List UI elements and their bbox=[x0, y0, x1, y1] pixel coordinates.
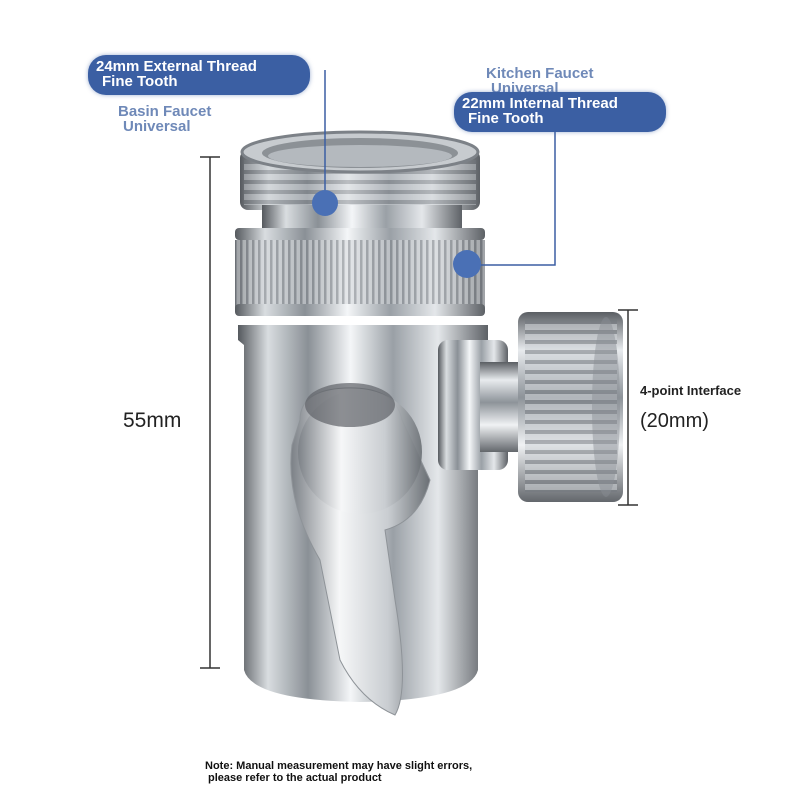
callout-dot-icon bbox=[453, 250, 481, 278]
basin-faucet-line2: Universal bbox=[123, 118, 191, 135]
callout-dot-icon bbox=[312, 190, 338, 216]
note-line1: Note: Manual measurement may have slight… bbox=[205, 760, 473, 772]
internal-thread-sublabel: Fine Tooth bbox=[468, 110, 544, 127]
basin-faucet-label: Basin Faucet Universal bbox=[118, 104, 211, 134]
external-thread-sublabel: Fine Tooth bbox=[102, 73, 178, 90]
interface-title: 4-point Interface bbox=[640, 383, 742, 398]
interface-size: (20mm) bbox=[640, 410, 709, 432]
kitchen-faucet-line1: Kitchen Faucet bbox=[486, 65, 594, 82]
external-thread-label: 24mm External Thread bbox=[96, 58, 257, 75]
note-line2: please refer to the actual product bbox=[208, 772, 382, 784]
external-thread-callout: 24mm External Thread Fine Tooth bbox=[88, 55, 310, 95]
basin-faucet-line1: Basin Faucet bbox=[118, 103, 212, 120]
internal-thread-callout: 22mm Internal Thread Fine Tooth bbox=[454, 92, 666, 132]
measurement-note: Note: Manual measurement may have slight… bbox=[205, 760, 472, 784]
internal-thread-label: 22mm Internal Thread bbox=[462, 95, 618, 112]
height-dimension-label: 55mm bbox=[123, 409, 182, 432]
